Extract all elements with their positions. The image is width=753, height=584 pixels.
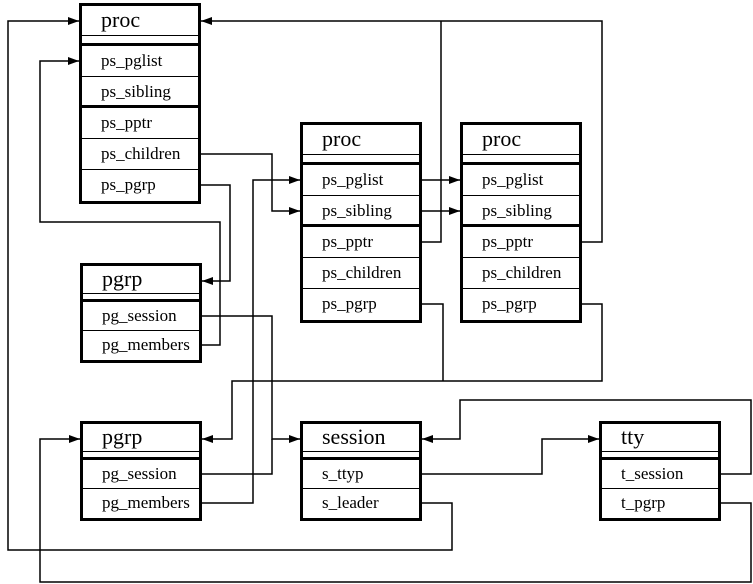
field-ps_children: ps_children: [82, 139, 198, 170]
arrowhead-parent-ps_pgrp-to-upper-pgrp: [202, 277, 213, 285]
edge-upper-pgrp-pg_session-to-session: [202, 315, 300, 440]
arrowhead-upper-pgrp-pg_members-to-parent-ps_pglist: [68, 57, 79, 65]
field-pg_session: pg_session: [83, 460, 199, 489]
struct-box-pgrp-lower: pgrp pg_session pg_members: [80, 421, 202, 521]
field-t_pgrp: t_pgrp: [621, 493, 666, 512]
arrowhead-upper-pgrp-pg_session-to-session: [289, 435, 300, 443]
field-ps_children: ps_children: [303, 258, 419, 289]
struct-box-proc-parent: proc ps_pglist ps_sibling ps_pptr ps_chi…: [79, 3, 201, 204]
arrowhead-child1-ps_pglist-to-child2-ps_pglist: [449, 176, 460, 184]
struct-box-proc-child-1: proc ps_pglist ps_sibling ps_pptr ps_chi…: [300, 122, 422, 323]
field-pg_session: pg_session: [83, 302, 199, 331]
field-ps_pptr: ps_pptr: [303, 227, 419, 258]
field-s_ttyp: s_ttyp: [303, 460, 419, 489]
box-title: proc: [463, 125, 579, 155]
field-ps_children: ps_children: [463, 258, 579, 289]
field-ps_pglist: ps_pglist: [463, 165, 579, 196]
edge-lower-pgrp-pg_session-join-to-session: [202, 439, 273, 475]
struct-box-session: session s_ttyp s_leader: [300, 421, 422, 521]
field-ps_sibling: ps_sibling: [463, 196, 579, 227]
arrowhead-lower-pgrp-pg_members-to-child1-ps_pglist: [289, 176, 300, 184]
box-separator: [303, 155, 419, 165]
field-ps_sibling: ps_sibling: [303, 196, 419, 227]
arrowhead-child1-ps_sibling-to-child2-ps_sibling: [449, 207, 460, 215]
edge-parent-ps_children-to-child1-ps_sibling: [201, 153, 300, 212]
field-ps_pptr: ps_pptr: [82, 108, 198, 139]
box-title: pgrp: [83, 424, 199, 452]
edge-child2-ps_pgrp-to-lower-pgrp: [202, 303, 603, 440]
arrowhead-session-s_ttyp-to-tty: [588, 435, 599, 443]
box-separator: [83, 294, 199, 302]
arrowhead-tty-t_pgrp-to-lower-pgrp: [69, 435, 80, 443]
struct-box-tty: tty t_session t_pgrp: [599, 421, 721, 521]
edge-lower-pgrp-pg_members-to-child1-ps_pglist: [202, 179, 300, 504]
arrowhead-child2-ps_pptr-to-parent-proc: [201, 17, 212, 25]
field-pg_members: pg_members: [102, 335, 190, 354]
box-separator: [82, 36, 198, 46]
arrowhead-parent-ps_children-to-child1-ps_sibling: [289, 207, 300, 215]
field-t_session: t_session: [602, 460, 718, 489]
arrowhead-child2-ps_pgrp-to-lower-pgrp: [202, 435, 213, 443]
box-separator: [303, 452, 419, 460]
box-title: session: [303, 424, 419, 452]
field-ps_pgrp: ps_pgrp: [482, 294, 537, 313]
field-ps_pglist: ps_pglist: [303, 165, 419, 196]
box-title: tty: [602, 424, 718, 452]
struct-box-proc-child-2: proc ps_pglist ps_sibling ps_pptr ps_chi…: [460, 122, 582, 323]
box-title: proc: [303, 125, 419, 155]
field-s_leader: s_leader: [322, 493, 379, 512]
field-pg_members: pg_members: [102, 493, 190, 512]
box-separator: [602, 452, 718, 460]
field-ps_sibling: ps_sibling: [82, 77, 198, 108]
box-separator: [463, 155, 579, 165]
field-ps_pgrp: ps_pgrp: [322, 294, 377, 313]
struct-box-pgrp-upper: pgrp pg_session pg_members: [80, 263, 202, 363]
box-separator: [83, 452, 199, 460]
box-title: pgrp: [83, 266, 199, 294]
box-title: proc: [82, 6, 198, 36]
field-ps_pptr: ps_pptr: [463, 227, 579, 258]
edge-child1-ps_pptr-join-to-parent-proc: [422, 21, 442, 243]
arrowhead-session-s_leader-to-parent-proc: [68, 17, 79, 25]
edge-parent-ps_pgrp-to-upper-pgrp: [201, 184, 231, 282]
arrowhead-tty-t_session-to-session: [422, 435, 433, 443]
field-ps_pgrp: ps_pgrp: [101, 175, 156, 194]
edge-child1-ps_pgrp-join-to-lower-pgrp: [422, 303, 444, 381]
edge-session-s_ttyp-to-tty: [422, 438, 599, 475]
field-ps_pglist: ps_pglist: [82, 46, 198, 77]
